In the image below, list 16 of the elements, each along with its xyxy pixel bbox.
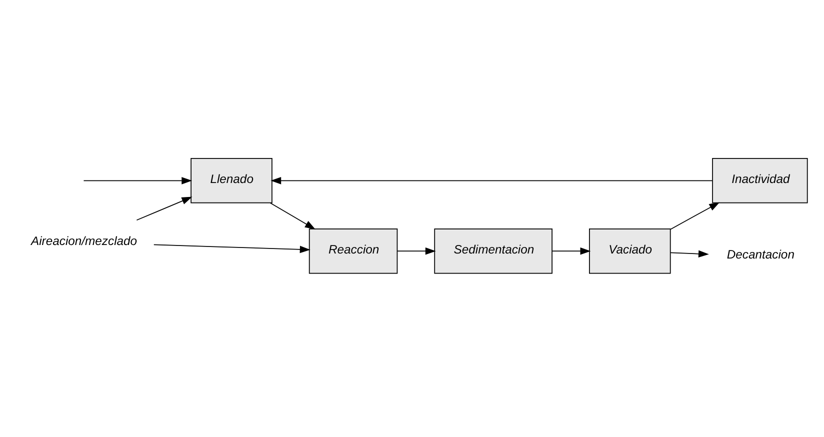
arrow — [270, 202, 316, 230]
arrow — [670, 250, 709, 258]
node-box: Llenado — [190, 158, 272, 204]
arrow — [397, 247, 436, 255]
node-box: Vaciado — [589, 228, 671, 274]
node-text: Aireacion/mezclado — [31, 234, 138, 248]
arrow — [552, 247, 591, 255]
arrow — [136, 196, 192, 221]
arrow — [670, 202, 720, 230]
node-box: Inactividad — [712, 158, 808, 204]
arrow — [83, 177, 192, 184]
node-box: Reaccion — [308, 228, 398, 274]
node-text: Decantacion — [726, 248, 794, 262]
arrow — [153, 244, 310, 254]
arrow — [270, 177, 713, 184]
node-box: Sedimentacion — [434, 228, 552, 274]
